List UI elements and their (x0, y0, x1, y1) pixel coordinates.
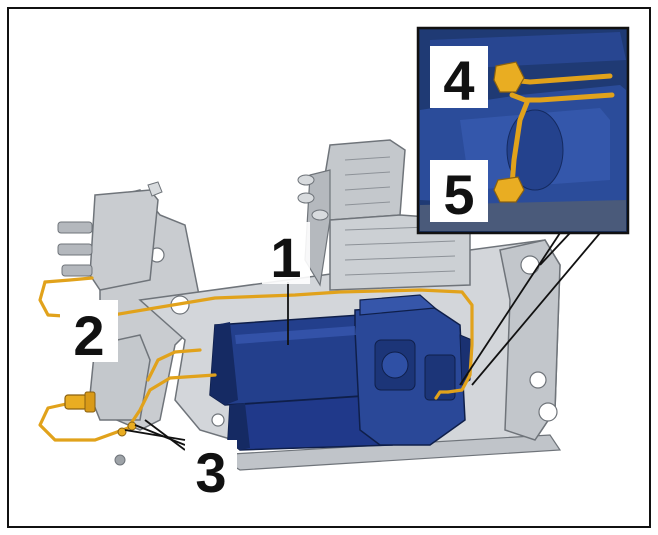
callout-3-background (185, 440, 237, 500)
callout-3: 3 (195, 441, 226, 504)
valve-block (57, 181, 163, 291)
callout-2: 2 (73, 304, 104, 367)
detail-inset (416, 26, 630, 235)
callout-5: 5 (443, 163, 474, 226)
callout-2-background (60, 300, 118, 362)
callout-1-background (262, 222, 310, 284)
compressor (209, 294, 473, 451)
callout-leaders (124, 282, 289, 451)
inset-leaders (459, 232, 601, 386)
callout-4: 4 (443, 49, 474, 112)
callout-1: 1 (270, 226, 301, 289)
